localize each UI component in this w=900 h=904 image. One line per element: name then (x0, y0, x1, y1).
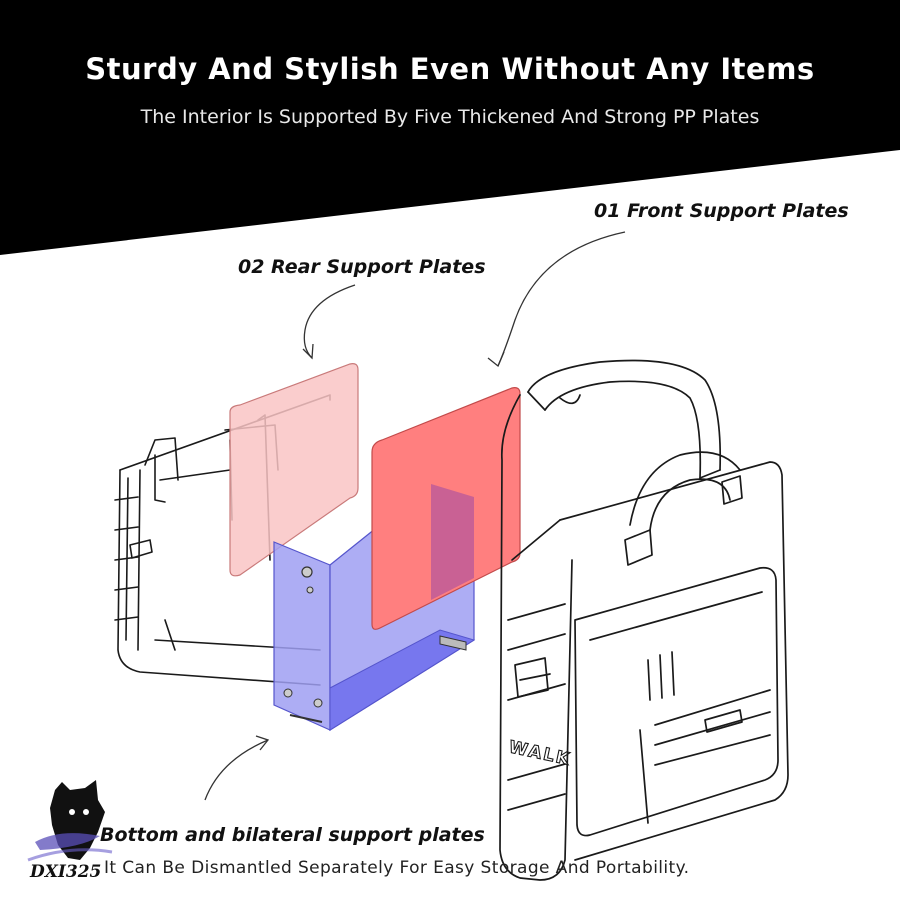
page-title: Sturdy And Stylish Even Without Any Item… (85, 52, 815, 86)
front-bag-half-sketch (499, 359, 789, 881)
rear-support-plate (229, 363, 359, 577)
plate-overlap-area (431, 484, 474, 600)
page-subtitle: The Interior Is Supported By Five Thicke… (140, 106, 760, 128)
rear-plate-callout: 02 Rear Support Plates (238, 256, 486, 278)
strap-label: WALK (507, 737, 573, 770)
rear-callout-leader (303, 284, 356, 359)
brand-logo-mark (27, 780, 113, 862)
bottom-callout-leader (204, 739, 269, 801)
front-callout-leader (497, 231, 626, 367)
front-plate-callout: 01 Front Support Plates (594, 200, 849, 222)
dismantle-note: It Can Be Dismantled Separately For Easy… (104, 858, 690, 878)
brand-logo-text: DXI325 (30, 862, 102, 882)
bottom-plates-callout: Bottom and bilateral support plates (100, 824, 485, 846)
header-band (0, 0, 900, 255)
